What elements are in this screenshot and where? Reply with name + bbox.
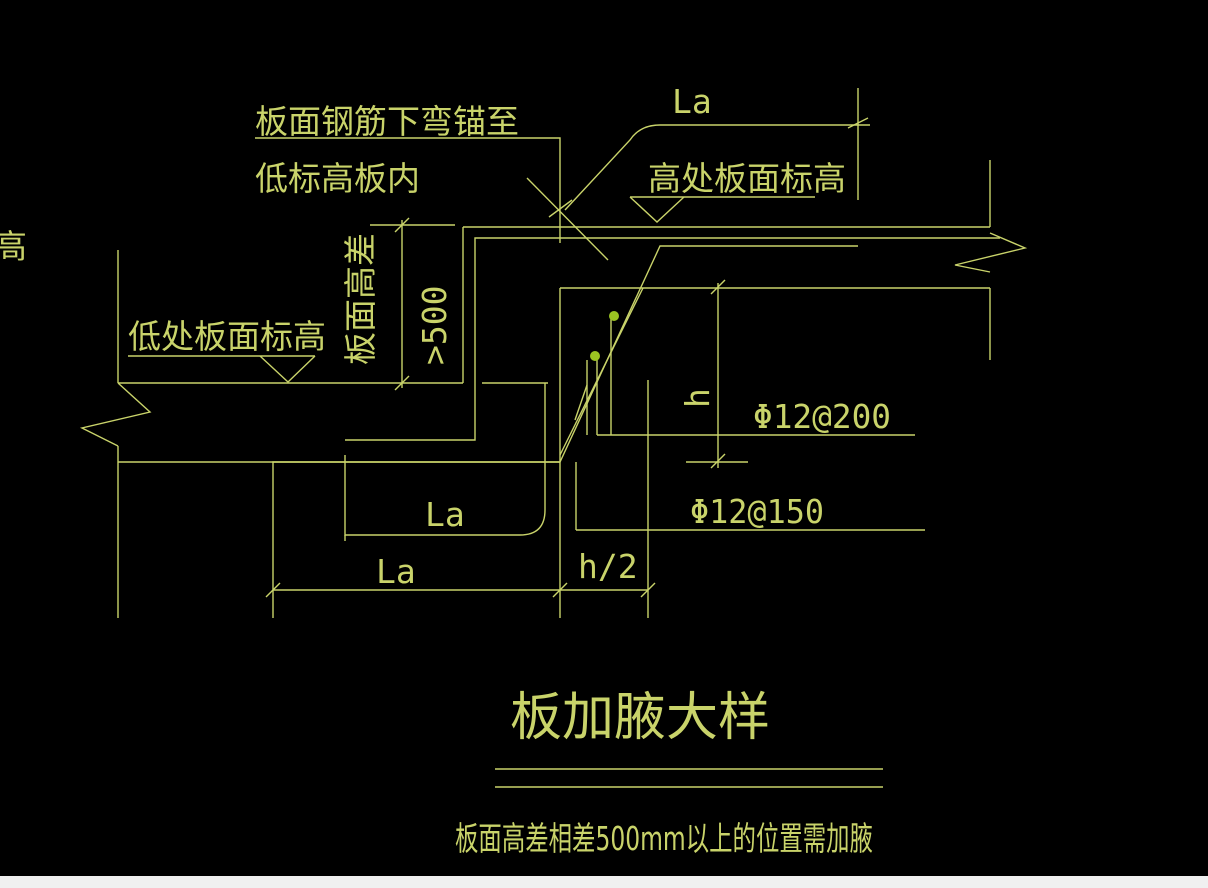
partial-label-left: 高 [0,227,27,266]
drawing-title: 板加腋大样 [510,688,770,748]
slab-outline [79,160,1028,618]
level-diff-label: 板面高差 [341,233,380,365]
rebar-dots [590,311,619,361]
rebar-upper-label: Φ12@200 [753,397,891,436]
bottom-note: 板面高差相差500mm以上的位置需加腋 [455,819,873,858]
dim-la-top: La [672,82,712,121]
dim-h-half: h/2 [578,547,638,586]
dim-la-bottom: La [376,552,416,591]
window-bottom-strip [0,876,1208,888]
dim-gt500: >500 [415,286,454,365]
note-anchor-line1: 板面钢筋下弯锚至 [255,102,519,141]
dim-la-inner: La [425,495,465,534]
dim-h: h [678,388,717,408]
note-anchor-line2: 低标高板内 [255,159,420,198]
high-level-label: 高处板面标高 [648,159,846,198]
rebar-lines [272,237,1000,618]
rebar-lower-label: Φ12@150 [690,492,824,531]
dimension-lines [128,88,883,788]
low-level-label: 低处板面标高 [128,317,326,356]
